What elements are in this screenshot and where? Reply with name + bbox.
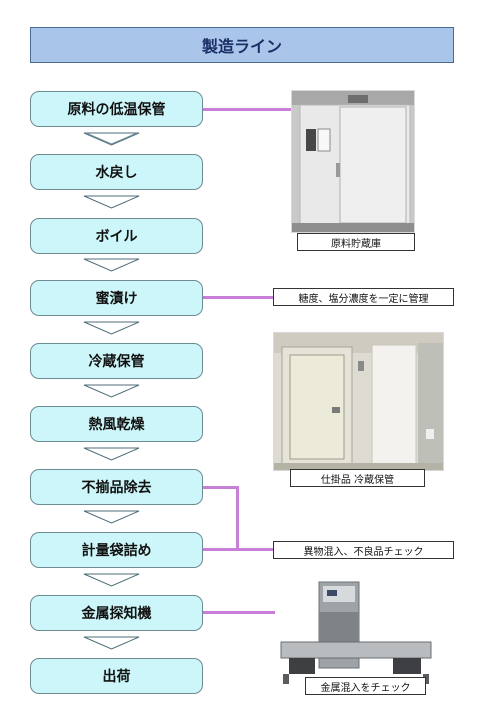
connector-line <box>203 548 273 551</box>
step-soak: 水戻し <box>30 154 203 190</box>
cold-room-photo <box>273 332 444 471</box>
chevron-down-icon <box>83 447 140 461</box>
metal-caption: 金属混入をチェック <box>305 677 426 695</box>
step-cold-storage: 冷蔵保管 <box>30 343 203 379</box>
connector-line <box>203 296 273 299</box>
chevron-down-icon <box>83 132 140 146</box>
walk-in-freezer-photo <box>291 90 415 233</box>
connector-line <box>236 486 239 550</box>
chevron-down-icon <box>83 195 140 209</box>
step-boil: ボイル <box>30 218 203 254</box>
page-title: 製造ライン <box>30 27 454 63</box>
chevron-down-icon <box>83 573 140 587</box>
chevron-down-icon <box>83 321 140 335</box>
step-weigh-pack: 計量袋詰め <box>30 532 203 568</box>
connector-line <box>203 611 279 614</box>
step-hot-air-dry: 熱風乾燥 <box>30 406 203 442</box>
step-syrup-soak: 蜜漬け <box>30 280 203 316</box>
step-defect-removal: 不揃品除去 <box>30 469 203 505</box>
chevron-down-icon <box>83 636 140 650</box>
chevron-down-icon <box>83 510 140 524</box>
storage-caption: 原料貯蔵庫 <box>297 233 415 251</box>
step-raw-storage: 原料の低温保管 <box>30 91 203 127</box>
step-metal-detector: 金属探知機 <box>30 595 203 631</box>
cold-storage-caption: 仕掛品 冷蔵保管 <box>290 469 425 487</box>
connector-line <box>203 108 293 111</box>
inspection-note: 異物混入、不良品チェック <box>273 541 454 559</box>
chevron-down-icon <box>83 384 140 398</box>
step-shipping: 出荷 <box>30 658 203 694</box>
chevron-down-icon <box>83 258 140 272</box>
metal-detector-photo <box>275 578 436 686</box>
syrup-note: 糖度、塩分濃度を一定に管理 <box>273 288 454 306</box>
connector-line <box>203 486 239 489</box>
